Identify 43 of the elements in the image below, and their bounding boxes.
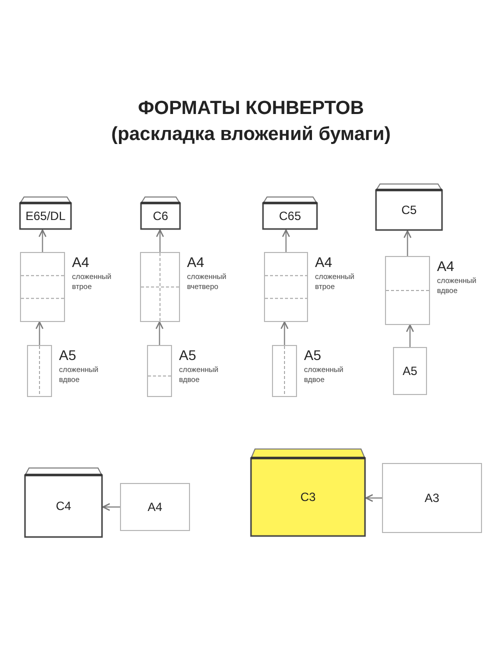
size-label: C4: [54, 498, 72, 512]
arrow: [365, 494, 382, 502]
arrow: [406, 324, 414, 347]
arrow: [404, 230, 412, 256]
arrow: [102, 503, 120, 511]
arrow: [282, 229, 290, 252]
size-label: A5: [59, 347, 76, 363]
envelope: [262, 196, 318, 230]
paper-sheet: [264, 252, 308, 322]
envelope: [24, 467, 103, 538]
paper-sheet: [140, 252, 180, 322]
size-label: A4: [146, 500, 164, 514]
size-label: A4: [72, 254, 90, 270]
size-label: C3: [299, 490, 317, 504]
size-label: A3: [424, 491, 440, 505]
size-label: A4: [187, 254, 204, 270]
envelope: [250, 448, 366, 537]
arrow: [280, 321, 288, 345]
paper-sheet: [385, 256, 430, 325]
size-label: A5: [304, 347, 322, 363]
paper-sheet: [393, 347, 427, 395]
size-label: C65: [278, 208, 302, 222]
arrow: [156, 321, 164, 345]
diagram-title: ФОРМАТЫ КОНВЕРТОВ (раскладка вложений бумаги): [110, 97, 392, 147]
size-label: E65/DL: [24, 208, 67, 222]
paper-sheet: [120, 483, 190, 531]
envelope: [140, 196, 181, 230]
size-label: A5: [402, 364, 418, 378]
envelope: [375, 183, 443, 231]
envelope: [19, 196, 72, 230]
size-label: A5: [179, 347, 196, 363]
paper-sheet: [147, 345, 172, 397]
arrow: [36, 321, 44, 345]
paper-sheet: [20, 252, 65, 322]
size-label: A4: [437, 258, 454, 274]
size-label: C5: [400, 202, 418, 216]
size-label: C6: [152, 208, 170, 222]
paper-sheet: [272, 345, 297, 397]
paper-sheet: [382, 463, 482, 533]
arrow: [156, 229, 164, 252]
size-label: A4: [315, 254, 332, 270]
paper-sheet: [27, 345, 52, 397]
arrow: [38, 229, 46, 252]
